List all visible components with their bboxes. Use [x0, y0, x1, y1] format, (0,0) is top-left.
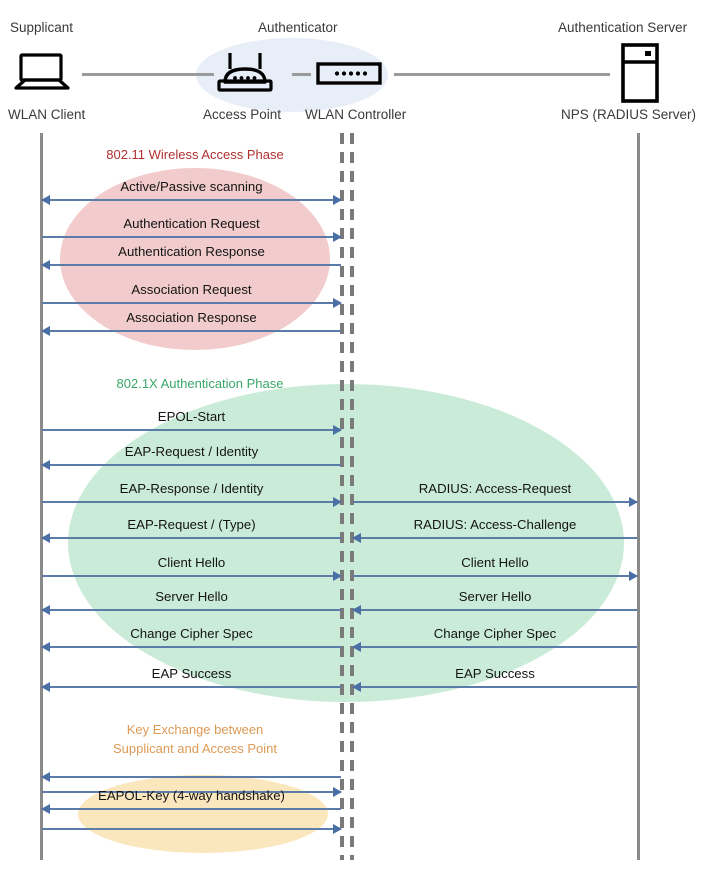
lifeline-authentication-server [637, 133, 640, 860]
arrowhead-right-icon [333, 298, 342, 308]
arrowhead-right-icon [629, 571, 638, 581]
arrowhead-right-icon [333, 571, 342, 581]
arrowhead-left-icon [352, 642, 361, 652]
message-label: EAP-Request / Identity [124, 444, 259, 459]
arrowhead-left-icon [41, 195, 50, 205]
actor-device-wlan-controller: WLAN Controller [305, 107, 407, 122]
message-line [42, 199, 341, 201]
actor-role-supplicant: Supplicant [10, 20, 74, 35]
message-line [353, 575, 637, 577]
actor-device-nps-radius-server: NPS (RADIUS Server) [561, 107, 697, 122]
message-label: Change Cipher Spec [433, 626, 557, 641]
laptop-icon [14, 53, 70, 96]
message-line [42, 302, 341, 304]
message-line [42, 501, 341, 503]
message-label: Authentication Request [123, 216, 260, 231]
phase-ellipse-key-exchange [78, 775, 328, 853]
lifeline-supplicant [40, 133, 43, 860]
wire-client-to-ap [82, 73, 214, 76]
phase-label-key-exchange-line2: Supplicant and Access Point [112, 741, 278, 756]
message-line [42, 330, 341, 332]
wire-controller-to-server [394, 73, 610, 76]
phase-label-wireless-access: 802.11 Wireless Access Phase [106, 147, 284, 162]
arrowhead-left-icon [41, 326, 50, 336]
message-label: EPOL-Start [157, 409, 226, 424]
wireless-router-icon [216, 50, 274, 99]
phase-ellipse-dot1x-authentication [68, 384, 624, 702]
message-line [42, 575, 341, 577]
arrowhead-right-icon [333, 195, 342, 205]
arrowhead-left-icon [41, 533, 50, 543]
arrowhead-right-icon [629, 497, 638, 507]
wire-ap-to-controller [292, 73, 311, 76]
message-line [353, 501, 637, 503]
message-label: RADIUS: Access-Challenge [413, 517, 577, 532]
message-label: Client Hello [461, 555, 529, 570]
arrowhead-right-icon [333, 497, 342, 507]
arrowhead-left-icon [352, 605, 361, 615]
message-label: EAP-Request / (Type) [127, 517, 256, 532]
arrowhead-left-icon [41, 772, 50, 782]
arrowhead-left-icon [41, 605, 50, 615]
arrowhead-right-icon [333, 232, 342, 242]
message-label: Authentication Response [118, 244, 265, 259]
message-label: EAP Success [455, 666, 535, 681]
message-line [42, 828, 341, 830]
message-line [42, 791, 341, 793]
arrowhead-left-icon [41, 804, 50, 814]
server-rack-icon [620, 43, 660, 108]
actor-role-authentication-server: Authentication Server [558, 20, 688, 35]
message-line [353, 646, 637, 648]
message-line [42, 646, 341, 648]
lifeline-wlan-controller [350, 133, 354, 860]
actor-device-access-point: Access Point [203, 107, 282, 122]
message-line [353, 686, 637, 688]
message-label: RADIUS: Access-Request [418, 481, 572, 496]
message-label: EAPOL-Key (4-way handshake) [98, 788, 285, 803]
message-line [42, 429, 341, 431]
arrowhead-right-icon [333, 787, 342, 797]
message-line [42, 537, 341, 539]
actor-device-wlan-client: WLAN Client [8, 107, 86, 122]
lifeline-access-point [340, 133, 344, 860]
message-label: Association Request [131, 282, 252, 297]
message-line [42, 686, 341, 688]
message-line [42, 464, 341, 466]
message-label: Server Hello [155, 589, 228, 604]
message-line [42, 609, 341, 611]
arrowhead-left-icon [41, 682, 50, 692]
message-label: Change Cipher Spec [130, 626, 253, 641]
arrowhead-left-icon [41, 460, 50, 470]
arrowhead-left-icon [41, 260, 50, 270]
message-line [42, 808, 341, 810]
arrowhead-left-icon [352, 533, 361, 543]
message-label: EAP Success [151, 666, 232, 681]
arrowhead-left-icon [41, 642, 50, 652]
phase-ellipse-wireless-access [60, 168, 330, 350]
actor-role-authenticator: Authenticator [258, 20, 338, 35]
message-line [42, 236, 341, 238]
message-label: EAP-Response / Identity [119, 481, 264, 496]
message-label: Server Hello [458, 589, 532, 604]
phase-label-dot1x-authentication: 802.1X Authentication Phase [116, 376, 284, 391]
arrowhead-left-icon [352, 682, 361, 692]
message-line [42, 264, 341, 266]
message-label: Association Response [126, 310, 257, 325]
message-line [353, 537, 637, 539]
wlan-controller-icon [316, 62, 382, 90]
message-label: Active/Passive scanning [120, 179, 263, 194]
message-label: Client Hello [157, 555, 226, 570]
phase-label-key-exchange-line1: Key Exchange between [126, 722, 264, 737]
arrowhead-right-icon [333, 425, 342, 435]
message-line [42, 776, 341, 778]
arrowhead-right-icon [333, 824, 342, 834]
message-line [353, 609, 637, 611]
